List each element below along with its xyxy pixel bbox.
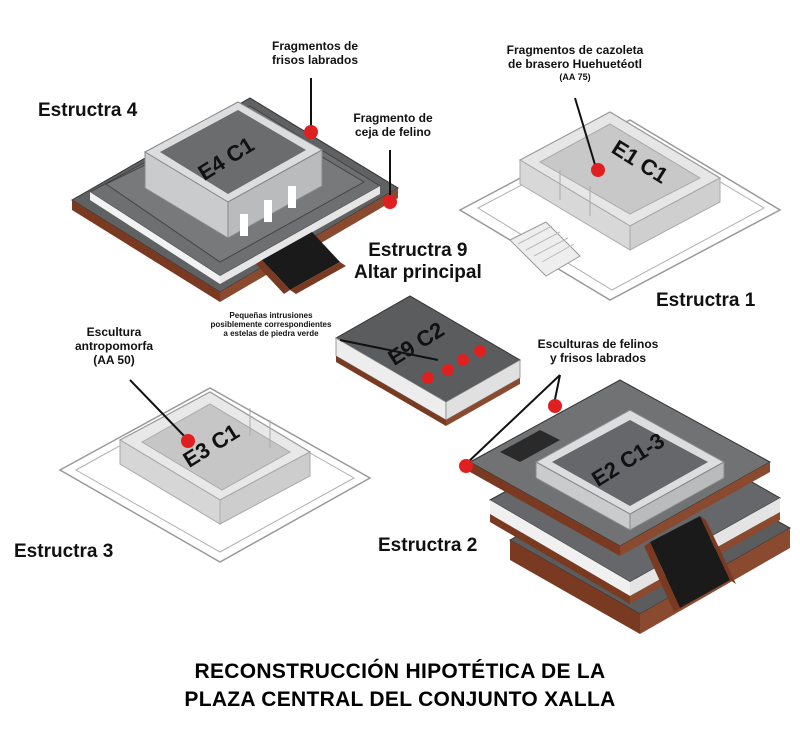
annotation-escultura-line1: Escultura <box>86 325 142 339</box>
structure-1 <box>458 111 782 301</box>
annotation-intrusiones-line2: posiblemente correspondientes <box>210 319 332 329</box>
marker-escultura <box>181 434 195 448</box>
structure-9 <box>334 295 522 426</box>
marker-frisos <box>304 125 318 139</box>
marker-felinos-2 <box>459 459 473 473</box>
marker-altar-4 <box>474 345 486 357</box>
annotation-felinos-line2: y frisos labrados <box>549 350 647 365</box>
annotation-ceja: Fragmento de ceja de felino <box>334 111 452 140</box>
annotation-felinos: Esculturas de felinos y frisos labrados <box>518 337 678 366</box>
annotation-escultura: Escultura antropomorfa (AA 50) <box>64 325 164 367</box>
marker-altar-3 <box>457 354 469 366</box>
annotation-frisos-line1: Fragmentos de <box>271 39 358 53</box>
annotation-cazoleta: Fragmentos de cazoleta de brasero Huehue… <box>480 43 670 82</box>
annotation-frisos: Fragmentos de frisos labrados <box>250 39 380 68</box>
caption-line2: PLAZA CENTRAL DEL CONJUNTO XALLA <box>184 688 616 711</box>
annotation-felinos-line1: Esculturas de felinos <box>537 337 659 351</box>
annotation-intrusiones-line1: Pequeñas intrusiones <box>229 311 313 320</box>
structure-1-label: Estructra 1 <box>656 290 756 311</box>
structure-9-label-line1: Estructra 9 <box>368 240 468 261</box>
annotation-cazoleta-line2: de brasero Huehuetéotl <box>507 56 643 71</box>
find-markers <box>181 125 605 473</box>
structure-4-label: Estructra 4 <box>38 100 138 121</box>
annotation-intrusiones: Pequeñas intrusiones posiblemente corres… <box>196 311 346 338</box>
annotation-ceja-line2: ceja de felino <box>354 124 432 139</box>
structure-2-label: Estructra 2 <box>378 535 478 556</box>
marker-ceja <box>383 195 397 209</box>
annotation-ceja-line1: Fragmento de <box>353 111 433 125</box>
annotation-cazoleta-line3: (AA 75) <box>559 71 591 82</box>
annotation-cazoleta-line1: Fragmentos de cazoleta <box>506 43 644 57</box>
structure-2 <box>468 379 792 634</box>
structure-4 <box>71 97 399 302</box>
annotation-intrusiones-line3: a estelas de piedra verde <box>223 328 319 338</box>
structure-9-label: Estructra 9 Altar principal <box>354 240 482 284</box>
annotation-escultura-line3: (AA 50) <box>93 352 135 367</box>
marker-altar-1 <box>422 372 434 384</box>
marker-felinos-1 <box>548 399 562 413</box>
structure-3 <box>58 387 372 563</box>
annotation-frisos-line2: frisos labrados <box>271 52 359 67</box>
marker-altar-2 <box>442 364 454 376</box>
annotation-escultura-line2: antropomorfa <box>75 338 153 353</box>
caption-line1: RECONSTRUCCIÓN HIPOTÉTICA DE LA <box>194 660 606 683</box>
structure-9-label-line2: Altar principal <box>354 261 482 283</box>
structure-3-label: Estructra 3 <box>14 541 114 562</box>
marker-cazoleta <box>591 163 605 177</box>
